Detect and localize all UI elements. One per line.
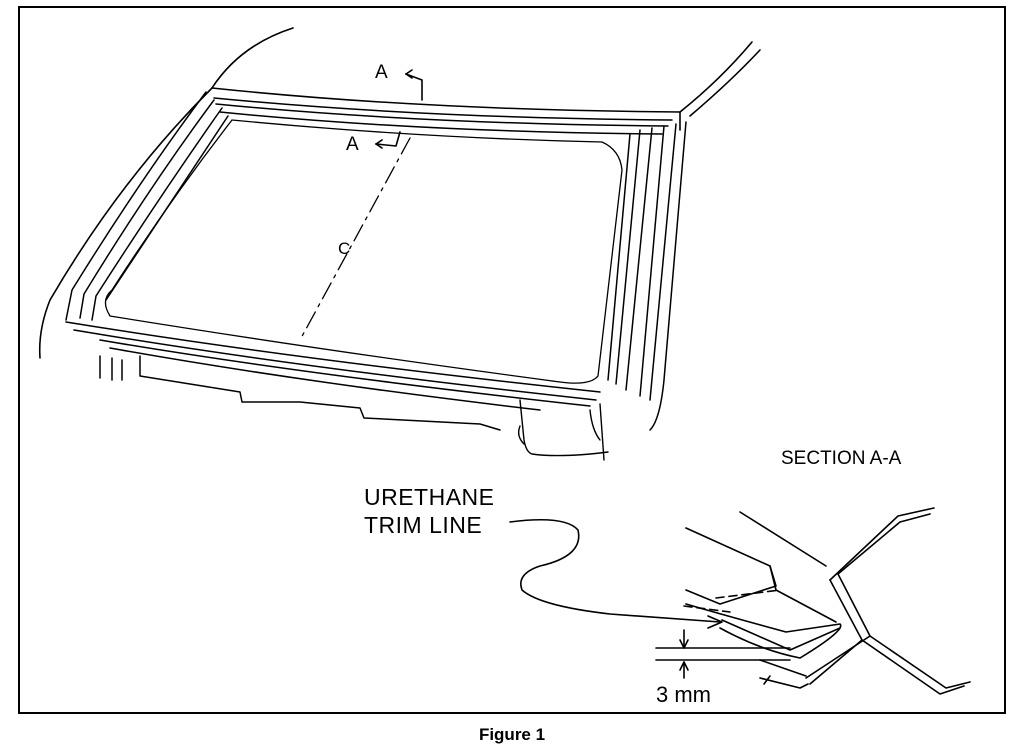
section-arrow-bottom [375,131,401,149]
figure-frame [18,6,1006,714]
left-windshield-frame [65,91,229,321]
left-body-edge [38,87,213,359]
roof-outline [211,27,294,89]
leader-arrowhead [707,615,723,629]
figure-caption: Figure 1 [478,725,546,744]
dimension-label: 3 mm [656,682,711,707]
urethane-leader-line [509,518,721,623]
section-title: SECTION A-A [781,448,902,469]
urethane-label-line1: URETHANE [364,484,495,510]
right-windshield-frame [607,121,687,431]
right-roof-pillar [679,41,761,131]
centerline [299,137,411,341]
right-fender [517,399,609,461]
upper-windshield-rail [211,87,681,135]
urethane-label-line2: TRIM LINE [364,512,483,538]
glass-edge [104,119,623,384]
section-detail [655,507,971,695]
section-marker-bottom-label: A [346,134,359,155]
section-marker-top-label: A [375,62,388,83]
section-arrow-top [405,69,423,101]
lower-cowl [65,321,601,431]
centerline-symbol: C [338,239,350,258]
